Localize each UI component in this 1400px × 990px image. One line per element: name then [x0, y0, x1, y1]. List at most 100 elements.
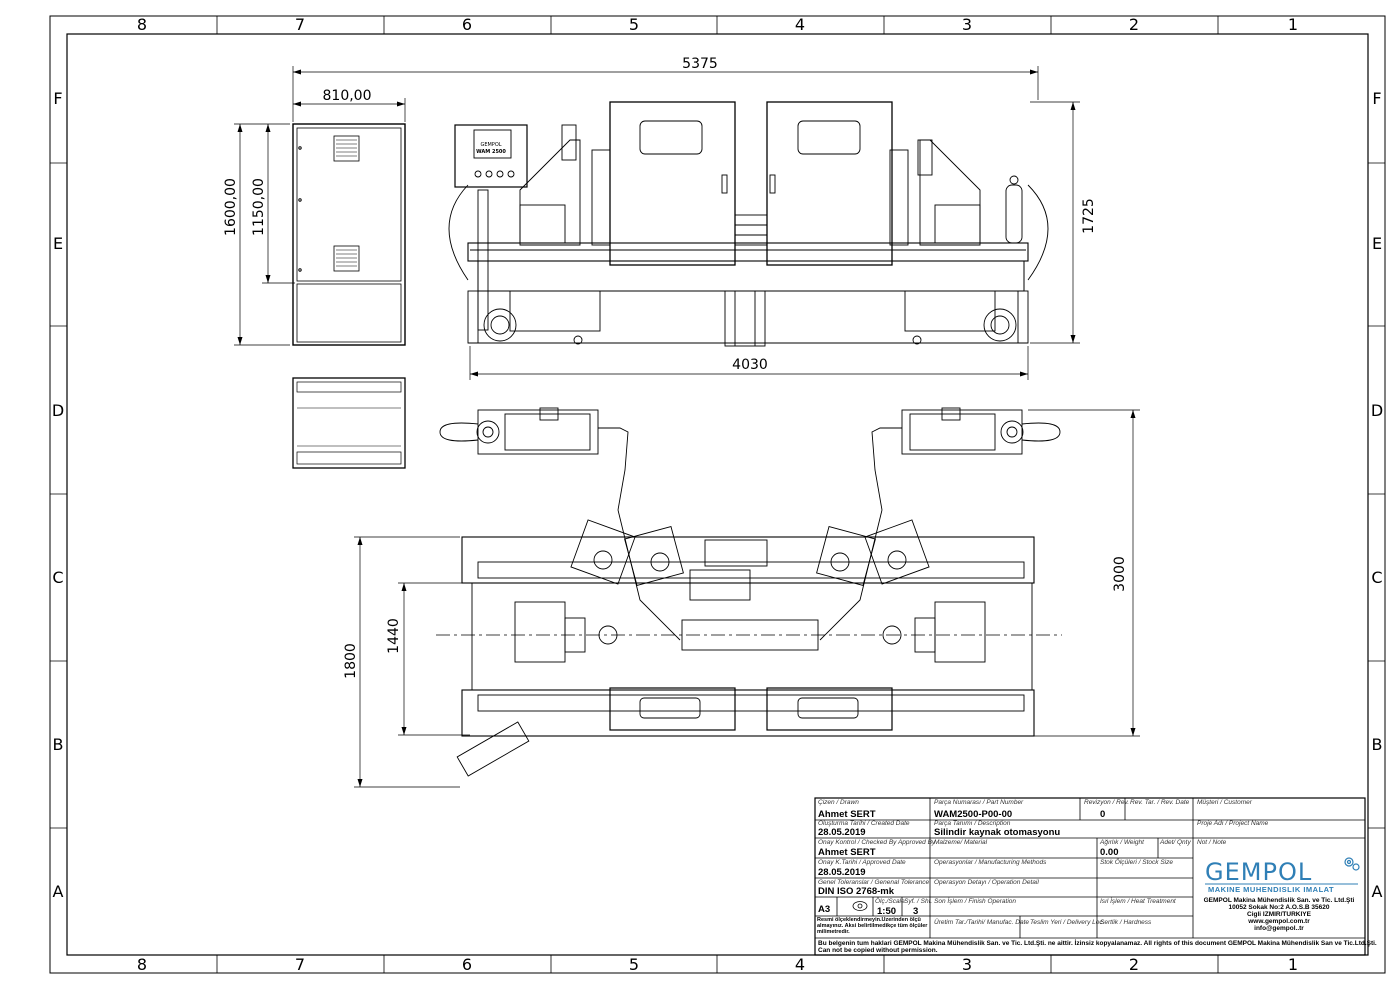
zone-row-a-right: A — [1372, 882, 1383, 901]
zone-col-3-bottom: 3 — [962, 955, 972, 974]
dim-plan-depth: 3000 — [1112, 556, 1128, 592]
company-logo-subtitle: MAKINE MUHENDISLIK IMALAT — [1208, 885, 1334, 894]
tb-weight-label: Ağırlık / Weight — [1099, 839, 1145, 846]
tb-hardness-label: Sertlik / Hardness — [1100, 919, 1152, 926]
welding-head-right-top — [871, 407, 1061, 511]
tb-revision-value: 0 — [1100, 809, 1105, 820]
tb-delivery-label: Teslim Yeri / Delivery Loc. — [1030, 919, 1105, 926]
zone-col-1-bottom: 1 — [1288, 955, 1298, 974]
tb-manuf-date-label: Üretim Tar./Tarihi/ Manufac. Date — [934, 918, 1029, 926]
tb-part-no-value: WAM2500-P00-00 — [934, 809, 1012, 820]
tb-weight-value: 0.00 — [1100, 847, 1119, 858]
zone-row-e-left: E — [53, 234, 63, 253]
tb-revision-label: Revizyon / Rev. — [1084, 799, 1129, 806]
tb-paper-size: A3 — [818, 904, 830, 915]
company-address-1: 10052 Sokak No:2 A.O.S.B 35620 — [1229, 904, 1330, 911]
tb-stock-label: Stok Ölçüleri / Stock Size — [1100, 858, 1173, 866]
dim-cabinet-height: 1600,00 — [223, 178, 239, 236]
zone-row-f-left: F — [53, 89, 62, 108]
tb-rev-date-label: Rev. Tar. / Rev. Date — [1130, 799, 1190, 806]
zone-row-a-left: A — [53, 882, 64, 901]
cabinet-front-view — [292, 123, 406, 346]
zone-ticks — [50, 16, 1385, 973]
tb-description-label: Parça Tanımı / Description — [934, 820, 1011, 827]
dim-cabinet-width: 810,00 — [323, 88, 372, 104]
zone-row-f-right: F — [1372, 89, 1381, 108]
inner-border — [66, 33, 1369, 956]
tb-manufacturing-label: Operasyonlar / Manufacturing Methods — [934, 859, 1047, 866]
cabinet-top-view — [292, 377, 406, 469]
tb-sheet-label: Syf. / Sht. — [904, 898, 932, 905]
footer-permission: Can not be copied without permission. — [818, 947, 938, 954]
zone-col-5-top: 5 — [629, 15, 639, 34]
welding-head-left-top — [439, 407, 629, 511]
machine-front-view — [448, 101, 1049, 347]
tb-created-label: Oluşturma Tarihi / Created Date — [818, 820, 910, 827]
zone-col-5-bottom: 5 — [629, 955, 639, 974]
tb-checked-label: Onay Kontrol / Checked By Approved By — [818, 839, 936, 846]
zone-col-1-top: 1 — [1288, 15, 1298, 34]
zone-col-8-top: 8 — [137, 15, 147, 34]
zone-col-4-top: 4 — [795, 15, 805, 34]
dimension-arrows — [237, 69, 1136, 787]
tb-description-value: Silindir kaynak otomasyonu — [934, 827, 1060, 838]
tb-project-label: Proje Adı / Project Name — [1197, 820, 1269, 827]
tb-scale-label: Ölç./Scale — [875, 897, 905, 905]
company-address-2: Cigli IZMIR/TURKIYE — [1247, 911, 1312, 918]
tb-customer-label: Müşteri / Customer — [1197, 799, 1253, 806]
machine-plan-view — [436, 509, 1062, 777]
tb-approved-date-label: Onay K.Tarihi / Approved Date — [818, 859, 906, 866]
tb-qty-label: Adet/ Qnty — [1159, 839, 1191, 846]
zone-col-2-top: 2 — [1129, 15, 1139, 34]
dim-overall-length: 5375 — [682, 56, 718, 72]
zone-row-c-left: C — [52, 568, 63, 587]
company-email: info@gempol..tr — [1254, 925, 1304, 932]
footer-copyright: Bu belgenin tum haklari GEMPOL Makina Mü… — [818, 939, 1377, 947]
tb-tolerance-label: Genel Toleranslar / Genenal Tolerance — [818, 879, 930, 886]
dim-cabinet-inner-height: 1150,00 — [251, 178, 267, 236]
zone-row-d-right: D — [1371, 401, 1383, 420]
title-block — [814, 797, 1366, 956]
tb-drawn-value: Ahmet SERT — [818, 809, 876, 820]
zone-row-b-left: B — [53, 735, 64, 754]
dimension-lines — [234, 66, 1140, 788]
company-name: GEMPOL Makina Mühendislik San. ve Tic. L… — [1204, 897, 1355, 904]
tb-finish-label: Son İşlem / Finish Operation — [934, 897, 1016, 905]
outer-border — [49, 15, 1386, 974]
dim-plan-inner: 1440 — [386, 618, 402, 654]
dim-machine-height: 1725 — [1081, 198, 1097, 234]
zone-col-3-top: 3 — [962, 15, 972, 34]
gear-icon — [1344, 857, 1360, 871]
dim-plan-outer: 1800 — [343, 643, 359, 679]
tb-drawn-label: Çizen / Drawn — [818, 799, 859, 806]
tb-note2-label: Not / Note — [1197, 839, 1227, 846]
zone-row-c-right: C — [1371, 568, 1382, 587]
tb-note: Resmi ölçeklendirmeyin.Üzerinden ölçü al… — [817, 917, 928, 935]
zone-row-b-right: B — [1372, 735, 1383, 754]
tb-tolerance-value: DIN ISO 2768-mk — [818, 886, 895, 897]
zone-col-2-bottom: 2 — [1129, 955, 1139, 974]
zone-row-d-left: D — [52, 401, 64, 420]
zone-col-7-top: 7 — [295, 15, 305, 34]
panel-model-label: WAM 2500 — [476, 149, 506, 155]
tb-approved-date-value: 28.05.2019 — [818, 867, 866, 878]
zone-col-6-top: 6 — [462, 15, 472, 34]
dim-base-length: 4030 — [732, 357, 768, 373]
tb-operation-label: Operasyon Detayı / Operation Detail — [934, 879, 1039, 886]
zone-row-e-right: E — [1372, 234, 1382, 253]
company-website: www.gempol.com.tr — [1247, 918, 1310, 925]
company-logo-text: GEMPOL — [1205, 858, 1312, 886]
tb-scale-value: 1:50 — [877, 906, 896, 917]
zone-col-4-bottom: 4 — [795, 955, 805, 974]
panel-brand-label: GEMPOL — [480, 142, 501, 148]
tb-created-value: 28.05.2019 — [818, 827, 866, 838]
tb-heat-label: Isıl İşlem / Heat Treatment — [1100, 897, 1177, 905]
tb-checked-value: Ahmet SERT — [818, 847, 876, 858]
tb-sheet-value: 3 — [913, 906, 918, 917]
zone-col-8-bottom: 8 — [137, 955, 147, 974]
tb-material-label: Malzeme/ Material — [934, 839, 988, 846]
zone-col-6-bottom: 6 — [462, 955, 472, 974]
tb-part-no-label: Parça Numarası / Part Number — [934, 799, 1024, 806]
zone-col-7-bottom: 7 — [295, 955, 305, 974]
